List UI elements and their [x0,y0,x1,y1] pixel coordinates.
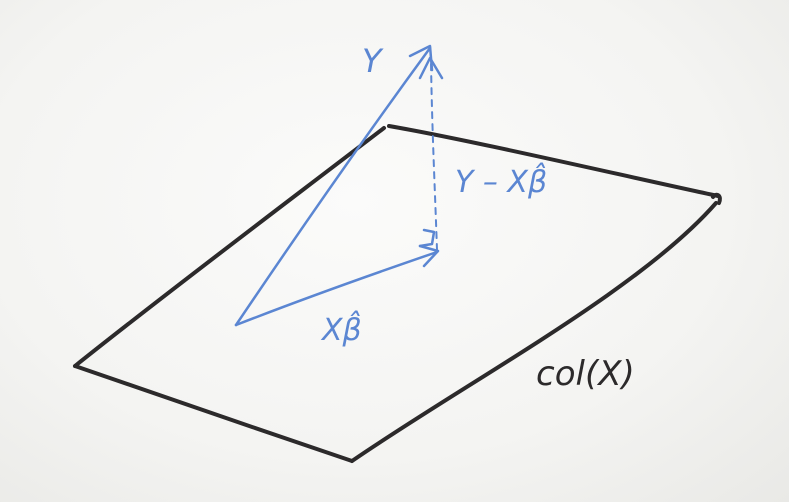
fitted-vector-arrowhead [418,244,440,268]
y-vector-shaft [234,46,432,327]
plane-top-edge [387,124,720,198]
column-space-plane [73,124,722,463]
right-angle-marker [418,228,436,248]
plane-left-edge [73,126,386,368]
column-space-label: col(X) [536,354,635,394]
residual-label: Y – Xβ̂ [455,162,547,200]
plane-top-right-corner-mark [711,192,722,205]
residual-arrowhead [418,56,444,80]
y-vector [234,44,434,327]
plane-right-edge [350,201,718,463]
fitted-vector [234,244,440,327]
plane-bottom-edge [73,364,354,463]
residual-dashed-line [430,61,438,251]
residual-vector [418,56,444,251]
fitted-label: Xβ̂ [320,310,362,348]
y-label: Y [362,42,384,80]
fitted-vector-shaft [234,250,439,327]
